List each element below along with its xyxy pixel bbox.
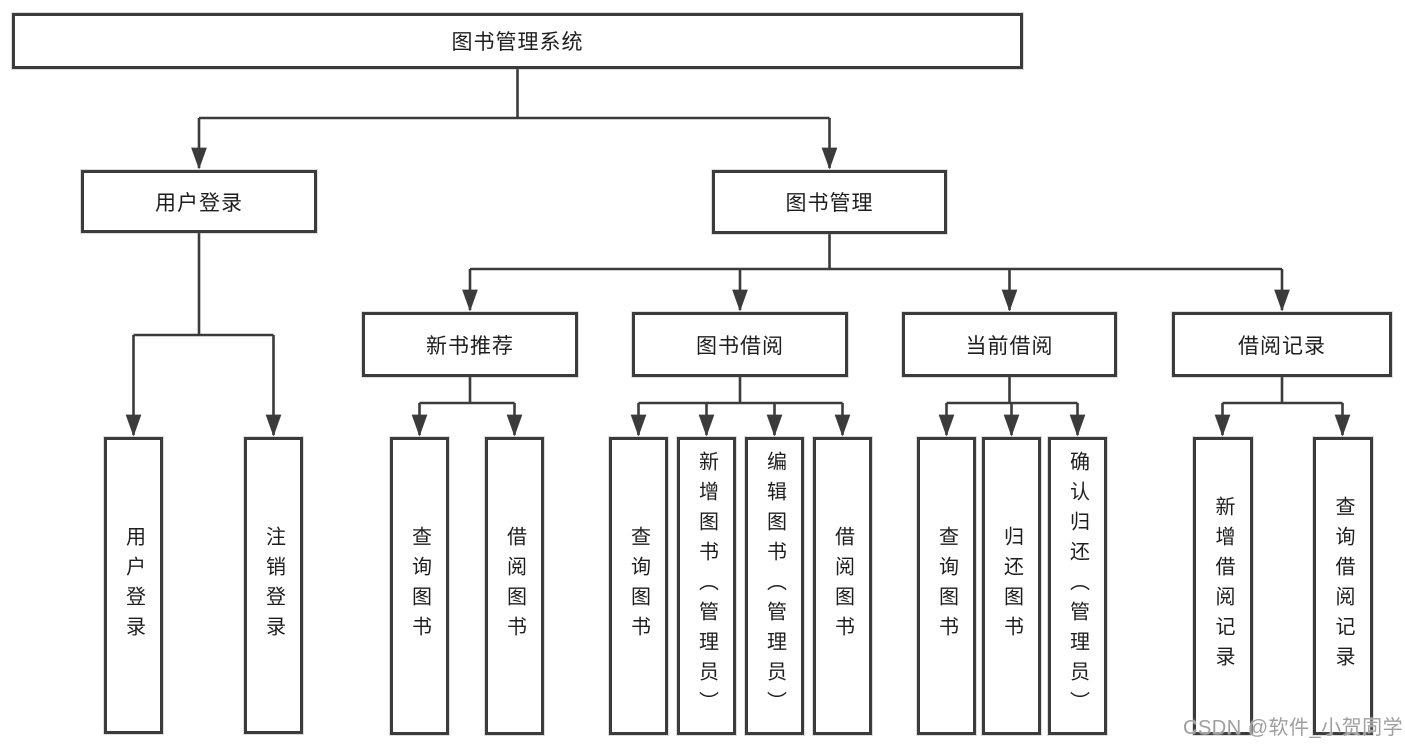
leaf-borrow-books: 借阅图书 (813, 437, 872, 735)
node-new-book-recommendation: 新书推荐 (362, 312, 578, 377)
node-label: 用户登录 (122, 525, 145, 646)
leaf-add-books-admin: 新增图书（管理员） (677, 437, 736, 735)
leaf-borrow-books: 借阅图书 (485, 437, 544, 735)
node-label: 查询图书 (627, 526, 650, 646)
node-book-borrowing: 图书借阅 (632, 312, 848, 377)
leaf-query-books: 查询图书 (917, 437, 976, 735)
leaf-user-login: 用户登录 (104, 437, 163, 734)
leaf-edit-books-admin: 编辑图书（管理员） (745, 437, 804, 735)
leaf-add-borrow-record: 新增借阅记录 (1193, 437, 1253, 735)
node-root-library-management-system: 图书管理系统 (12, 13, 1023, 69)
leaf-query-borrow-record: 查询借阅记录 (1313, 437, 1373, 735)
leaf-return-books: 归还图书 (982, 437, 1041, 735)
node-user-login: 用户登录 (81, 170, 317, 233)
leaf-logout: 注销登录 (244, 437, 303, 734)
node-label: 新增借阅记录 (1212, 496, 1234, 676)
node-label: 借阅图书 (831, 526, 854, 646)
node-label: 用户登录 (155, 191, 243, 215)
node-label: 查询借阅记录 (1332, 496, 1354, 676)
node-label: 图书管理系统 (451, 31, 584, 54)
leaf-query-books: 查询图书 (390, 437, 449, 735)
node-label: 查询图书 (935, 526, 958, 646)
node-label: 借阅图书 (503, 526, 526, 646)
node-borrowing-records: 借阅记录 (1172, 312, 1392, 377)
node-label: 编辑图书（管理员） (763, 451, 786, 721)
node-label: 当前借阅 (965, 334, 1054, 358)
csdn-watermark: CSDN @软件_小贺同学 (1183, 717, 1404, 739)
node-label: 图书管理 (785, 192, 874, 215)
node-current-borrowing: 当前借阅 (902, 312, 1117, 377)
leaf-confirm-return-admin: 确认归还（管理员） (1048, 437, 1107, 735)
node-book-management: 图书管理 (712, 170, 947, 234)
leaf-query-books: 查询图书 (609, 437, 668, 735)
node-label: 新增图书（管理员） (695, 451, 718, 721)
node-label: 新书推荐 (426, 334, 514, 358)
node-label: 图书借阅 (696, 334, 784, 358)
node-label: 归还图书 (1000, 526, 1023, 646)
node-label: 注销登录 (262, 525, 285, 646)
node-label: 查询图书 (408, 526, 431, 646)
node-label: 确认归还（管理员） (1066, 451, 1089, 721)
node-label: 借阅记录 (1238, 334, 1326, 358)
